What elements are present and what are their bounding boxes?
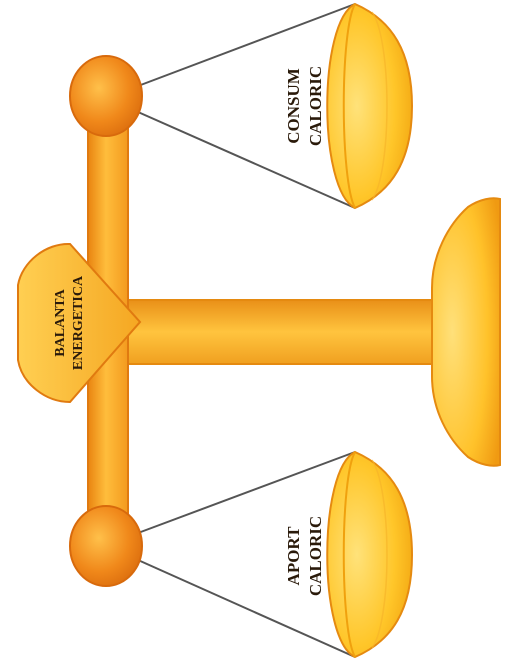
top-pan-label-line2: CALORIC xyxy=(306,66,325,146)
bottom-pan-label-line1: APORT xyxy=(284,526,303,586)
center-label-line2: ENERGETICA xyxy=(71,275,86,370)
top-pivot-knob xyxy=(70,56,142,136)
center-label-line1: BALANTA xyxy=(53,288,68,356)
scale-post xyxy=(105,300,432,364)
top-pan-label-line1: CONSUM xyxy=(284,68,303,144)
top-pan xyxy=(327,4,412,208)
bottom-pivot-knob xyxy=(70,506,142,586)
bottom-pan xyxy=(327,452,412,657)
bottom-pan-label-line2: CALORIC xyxy=(306,516,325,596)
scale-base xyxy=(432,198,500,465)
